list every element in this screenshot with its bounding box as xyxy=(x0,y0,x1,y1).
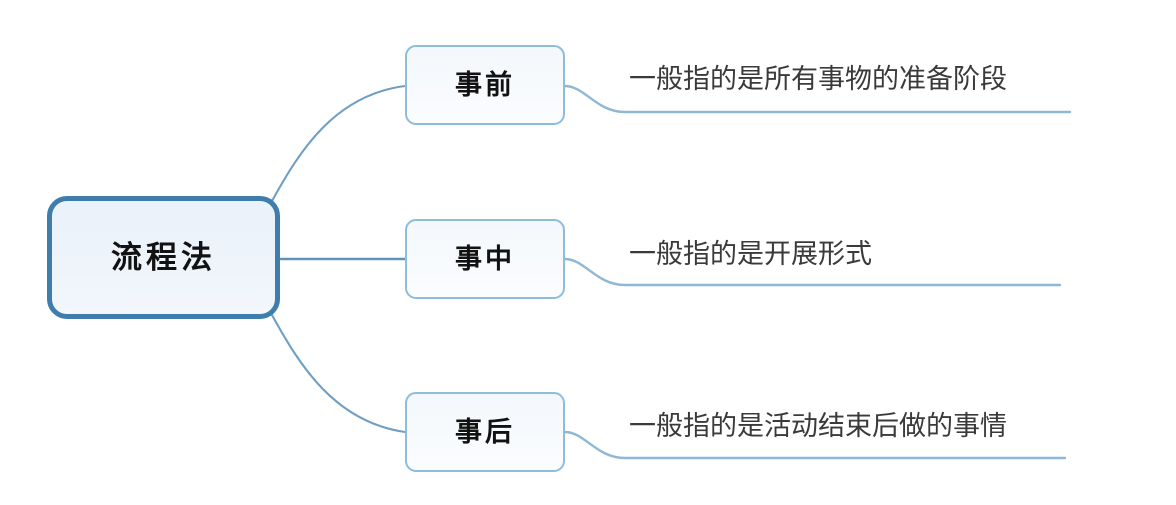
connector-root-to-branch-2 xyxy=(270,313,407,434)
leaf-description: 一般指的是所有事物的准备阶段 xyxy=(629,64,1007,94)
branch-node-shiqian[interactable]: 事前 xyxy=(405,45,565,125)
connector-branch-2-to-leaf-2 xyxy=(563,430,1067,460)
root-node-label: 流程法 xyxy=(111,240,216,275)
branch-node-label: 事后 xyxy=(455,416,515,447)
leaf-description: 一般指的是活动结束后做的事情 xyxy=(629,411,1007,441)
branch-node-label: 事前 xyxy=(455,69,515,100)
root-node[interactable]: 流程法 xyxy=(47,196,280,319)
leaf-text-shihou[interactable]: 一般指的是活动结束后做的事情 xyxy=(629,412,1007,440)
connector-root-to-branch-0 xyxy=(270,84,407,203)
branch-node-shizhong[interactable]: 事中 xyxy=(405,219,565,299)
branch-node-shihou[interactable]: 事后 xyxy=(405,392,565,472)
leaf-text-shiqian[interactable]: 一般指的是所有事物的准备阶段 xyxy=(629,65,1007,93)
leaf-description: 一般指的是开展形式 xyxy=(629,239,872,269)
connector-branch-1-to-leaf-1 xyxy=(563,257,1062,287)
branch-node-label: 事中 xyxy=(455,243,515,274)
leaf-text-shizhong[interactable]: 一般指的是开展形式 xyxy=(629,240,872,268)
connector-branch-0-to-leaf-0 xyxy=(563,84,1072,114)
